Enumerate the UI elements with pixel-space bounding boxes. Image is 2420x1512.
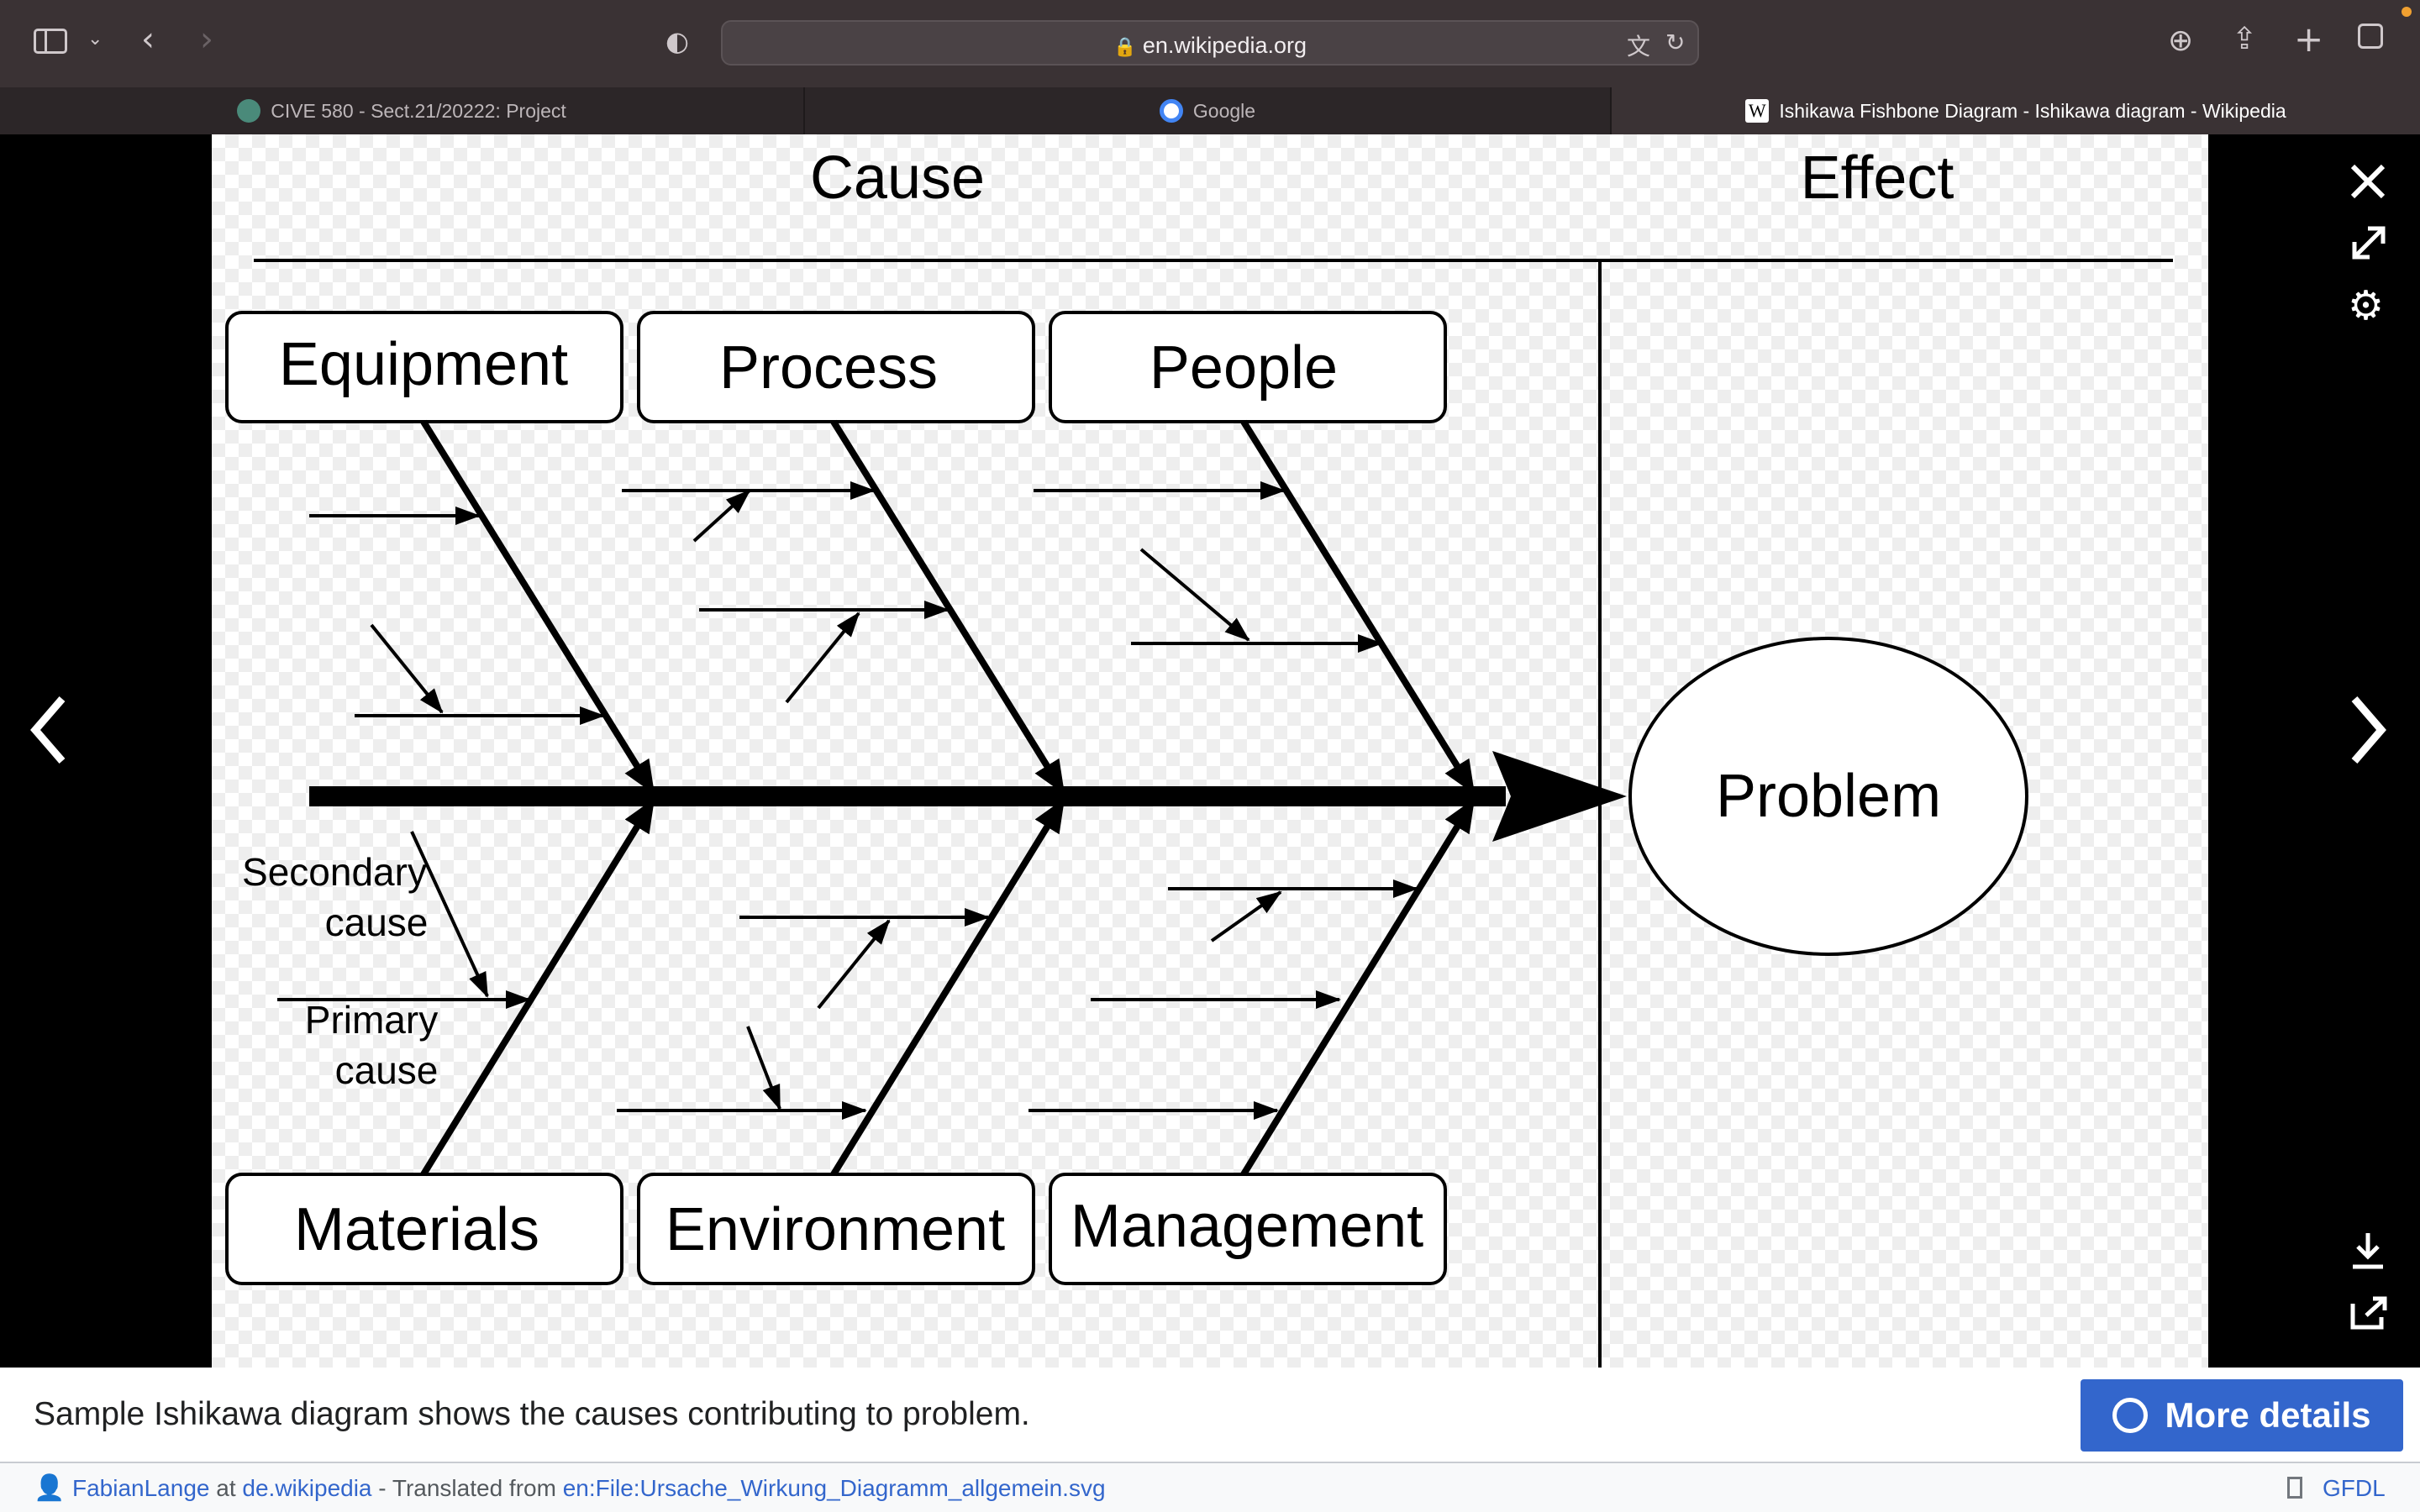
more-details-label: More details [2165, 1395, 2371, 1435]
diagram-image: Cause Effect Problem Equipment Process P… [212, 134, 2208, 1368]
download-button[interactable] [2349, 1231, 2386, 1273]
secondary-cause-arrow [1139, 548, 1250, 642]
secondary-cause-arrow [785, 612, 860, 704]
secondary-cause-label-line2: cause [325, 900, 429, 944]
more-details-button[interactable]: More details [2081, 1379, 2403, 1452]
wiki-commons-icon [2112, 1398, 2149, 1433]
site-link[interactable]: de.wikipedia [242, 1475, 372, 1501]
next-image-button[interactable] [2343, 692, 2393, 771]
share-button[interactable] [2349, 1294, 2388, 1334]
spine-arrowhead [1492, 751, 1627, 842]
tab-label: Ishikawa Fishbone Diagram - Ishikawa dia… [1779, 99, 2286, 122]
author-link[interactable]: FabianLange [72, 1475, 210, 1501]
forward-icon[interactable]: › [200, 20, 213, 59]
privacy-shield-icon[interactable]: ◐ [666, 25, 689, 57]
url-text: en.wikipedia.org [1142, 33, 1307, 58]
effect-header: Effect [1801, 144, 1954, 212]
close-icon [2350, 164, 2386, 199]
ishikawa-diagram: Cause Effect Problem Equipment Process P… [225, 144, 2173, 1368]
category-equipment: Equipment [279, 331, 568, 398]
caption-bar: Sample Ishikawa diagram shows the causes… [0, 1368, 2420, 1462]
secondary-cause-label-line1: Secondary [242, 850, 427, 894]
bone-process [830, 419, 1067, 795]
tab-wikipedia[interactable]: W Ishikawa Fishbone Diagram - Ishikawa d… [1612, 87, 2420, 134]
bone-people [1240, 419, 1477, 795]
secondary-cause-arrow [692, 489, 751, 543]
chevron-down-icon[interactable]: ⌄ [87, 29, 103, 50]
lock-icon: 🔒 [1113, 36, 1137, 57]
fullscreen-button[interactable] [2349, 223, 2388, 265]
category-box-people [1049, 311, 1447, 423]
category-people: People [1150, 334, 1338, 402]
settings-button[interactable]: ⚙ [2348, 286, 2384, 326]
secondary-cause-arrow [1210, 890, 1282, 942]
source-file-link[interactable]: en:File:Ursache_Wirkung_Diagramm_allgeme… [562, 1475, 1106, 1501]
notification-dot [2402, 7, 2412, 17]
chevron-left-icon [30, 696, 66, 764]
credits-at: at [216, 1475, 236, 1501]
tab-label: CIVE 580 - Sect.21/20222: Project [271, 99, 566, 122]
share-icon[interactable]: ⇪ [2232, 22, 2258, 56]
bone-materials [420, 797, 657, 1177]
previous-image-button[interactable] [24, 692, 74, 771]
primary-cause-label-line1: Primary [305, 998, 438, 1042]
credits-translated: - Translated from [378, 1475, 556, 1501]
back-icon[interactable]: ‹ [141, 20, 155, 59]
user-icon: 👤 [34, 1474, 66, 1502]
tab-label: Google [1192, 99, 1256, 122]
tab-overview-icon[interactable] [2358, 24, 2383, 49]
address-bar[interactable]: 🔒 en.wikipedia.org 文 ↻ [721, 20, 1699, 66]
credits-bar: 👤 FabianLange at de.wikipedia - Translat… [0, 1462, 2420, 1512]
problem-label: Problem [1716, 763, 1941, 830]
secondary-cause-arrow [817, 919, 891, 1010]
license-icon [2287, 1477, 2302, 1499]
close-button[interactable] [2348, 161, 2388, 205]
sidebar-icon[interactable] [34, 29, 67, 54]
category-box-management [1049, 1173, 1447, 1285]
globe-icon [237, 99, 261, 123]
chevron-right-icon [2351, 696, 2386, 764]
license-link[interactable]: GFDL [2323, 1475, 2386, 1501]
gear-icon: ⚙ [2348, 282, 2385, 329]
browser-toolbar: ⌄ ‹ › ◐ 🔒 en.wikipedia.org 文 ↻ ⊕ ⇪ + [0, 0, 2420, 87]
google-icon [1159, 99, 1183, 123]
reload-icon[interactable]: ↻ [1665, 29, 1686, 56]
tab-cive580[interactable]: CIVE 580 - Sect.21/20222: Project [0, 87, 805, 134]
bone-management [1240, 797, 1477, 1177]
secondary-cause-arrow [370, 623, 444, 714]
category-environment: Environment [666, 1196, 1005, 1263]
translate-icon[interactable]: 文 [1627, 33, 1651, 60]
bone-equipment [420, 419, 657, 795]
tab-bar: CIVE 580 - Sect.21/20222: Project Google… [0, 87, 2420, 134]
cause-header: Cause [810, 144, 985, 212]
category-process: Process [719, 334, 938, 402]
download-icon[interactable]: ⊕ [2168, 24, 2194, 58]
bone-environment [830, 797, 1067, 1177]
media-viewer: Cause Effect Problem Equipment Process P… [0, 134, 2420, 1368]
expand-icon [2352, 226, 2386, 260]
problem-ellipse [1628, 637, 2028, 956]
caption-text: Sample Ishikawa diagram shows the causes… [34, 1396, 1030, 1432]
download-icon [2353, 1233, 2383, 1269]
share-icon [2350, 1296, 2387, 1330]
primary-cause-label-line2: cause [335, 1048, 439, 1092]
secondary-cause-arrow [746, 1026, 781, 1110]
category-materials: Materials [294, 1196, 539, 1263]
tab-google[interactable]: Google [805, 87, 1612, 134]
secondary-cause-arrow [410, 831, 489, 998]
category-management: Management [1071, 1193, 1423, 1260]
wikipedia-icon: W [1745, 99, 1770, 123]
new-tab-icon[interactable]: + [2294, 18, 2324, 60]
